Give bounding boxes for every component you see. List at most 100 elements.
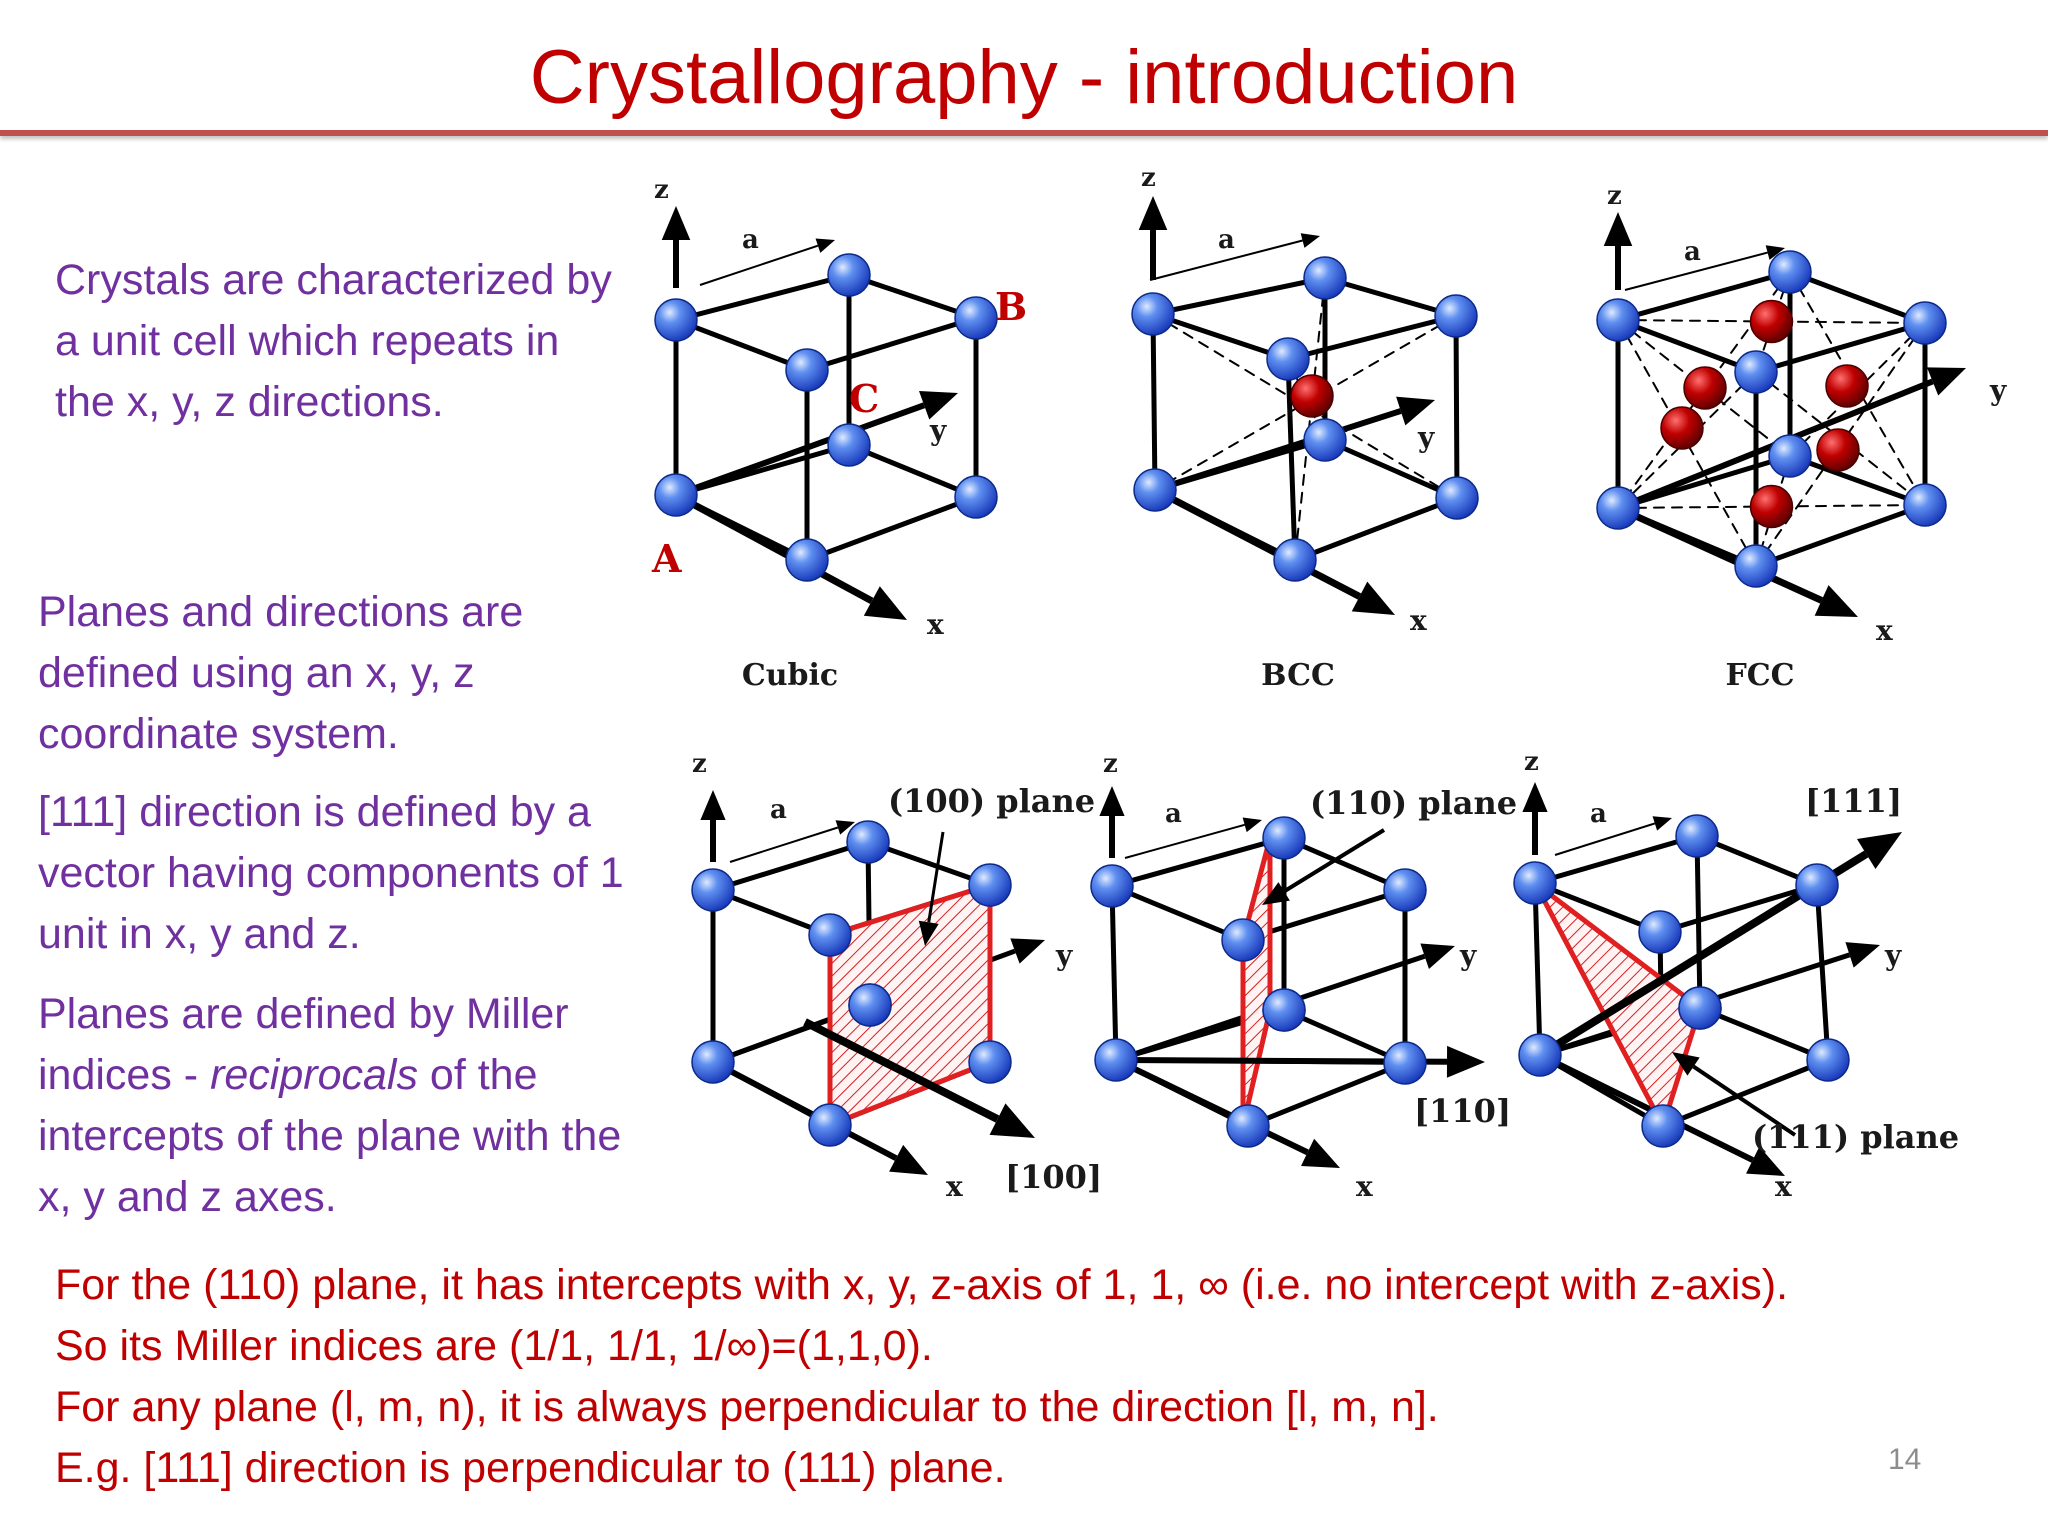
corner-atom — [691, 1040, 735, 1084]
corner-atom — [1090, 864, 1134, 908]
plane-110-face — [1240, 837, 1273, 1127]
corner-atom — [846, 820, 890, 864]
y-axis-shaft — [674, 402, 926, 498]
lattice-constant-a-arrow-head — [835, 820, 855, 835]
y-axis-label: y — [1417, 421, 1435, 454]
cell-edge — [673, 317, 810, 373]
cell-edge — [1532, 880, 1543, 1058]
cell-edge — [673, 492, 810, 563]
cell-edge — [1787, 269, 1928, 326]
cell-edge — [1150, 311, 1291, 362]
corner-atom — [1435, 476, 1479, 520]
corner-atom — [1133, 468, 1177, 512]
direction-100-arrow-head — [989, 1103, 1035, 1138]
cell-edge — [1152, 437, 1328, 493]
lattice-constant-a-arrow-shaft — [1149, 239, 1303, 281]
cell-edge — [1322, 437, 1460, 501]
bcc-caption: BCC — [1261, 658, 1335, 693]
lattice-constant-a-label: a — [1218, 225, 1235, 255]
cell-edge — [710, 839, 871, 893]
y-axis-label: y — [929, 414, 947, 447]
cell-edge — [804, 494, 979, 563]
face-atom — [1749, 299, 1794, 344]
x-axis-head — [863, 586, 907, 620]
cell-edge — [1245, 1060, 1408, 1129]
miller-example-notes: For the (110) plane, it has intercepts w… — [55, 1255, 2015, 1499]
y-axis-label: y — [1055, 939, 1073, 972]
corner-A-label: A — [651, 536, 682, 581]
plane-100-pointer-head — [918, 920, 939, 946]
corner-atom — [1768, 250, 1812, 294]
corner-atom — [1518, 1033, 1562, 1077]
corner-atom — [1734, 350, 1778, 394]
body-diagonal — [1294, 277, 1326, 561]
lattice-constant-a-label: a — [770, 795, 787, 825]
corner-atom — [968, 863, 1012, 907]
z-axis-head — [1138, 196, 1168, 230]
cell-edge — [1753, 502, 1928, 569]
corner-atom — [1221, 918, 1265, 962]
face-atom — [1816, 428, 1860, 472]
cell-edge — [1114, 1058, 1407, 1065]
corner-atom — [1638, 910, 1682, 954]
y-axis-label: y — [1884, 939, 1902, 972]
cell-edge — [1292, 495, 1460, 563]
corner-atom — [1303, 418, 1347, 462]
cell-edge — [1285, 356, 1298, 563]
cubic-caption: Cubic — [742, 658, 838, 693]
z-axis-head — [1603, 212, 1633, 246]
x-axis-label: x — [946, 1170, 963, 1203]
lattice-constant-a-arrow-shaft — [1554, 822, 1656, 856]
cell-edge — [1322, 275, 1459, 319]
cell-edge — [1109, 883, 1119, 1063]
corner-atom — [1596, 298, 1640, 342]
corner-atom — [785, 348, 829, 392]
z-axis-label: z — [692, 749, 707, 779]
x-axis-label: x — [1775, 1170, 1792, 1203]
corner-atom — [1806, 1038, 1850, 1082]
corner-atom — [785, 538, 829, 582]
corner-atom — [954, 475, 998, 519]
plane-110-pointer-head — [1262, 882, 1290, 905]
corner-atom — [1226, 1104, 1270, 1148]
x-axis-head — [1351, 581, 1395, 615]
z-axis-label: z — [1103, 749, 1118, 779]
title-underline — [0, 130, 2048, 136]
lattice-constant-a-label: a — [1684, 237, 1701, 267]
cell-edge — [1532, 833, 1700, 886]
slide-number: 14 — [1888, 1443, 1922, 1476]
plane-111-label: (111) plane — [1752, 1118, 1959, 1156]
cell-edge — [1532, 880, 1663, 935]
y-axis-label: y — [1459, 939, 1477, 972]
lattice-constant-a-arrow-head — [815, 238, 835, 253]
intro-paragraph: Crystals are characterized by a unit cel… — [55, 256, 612, 426]
z-axis-head — [700, 790, 726, 820]
cell-edge — [1281, 1007, 1408, 1066]
lattice-constant-a-arrow-shaft — [1124, 823, 1245, 859]
cell-edge — [1787, 453, 1928, 508]
corner-atom — [1678, 986, 1722, 1030]
cell-edge — [1615, 453, 1793, 511]
z-axis-head — [1099, 786, 1125, 816]
cell-edge — [1109, 883, 1246, 943]
cell-edge — [1615, 269, 1793, 323]
direction-111-arrow-head — [1856, 832, 1902, 870]
y-axis-head — [1926, 367, 1966, 396]
body-diagonal — [1152, 313, 1458, 499]
lattice-constant-a-label: a — [1165, 799, 1182, 829]
corner-atom — [954, 296, 998, 340]
plane-110-label: (110) plane — [1310, 784, 1517, 822]
lattice-constant-a-label: a — [742, 225, 759, 255]
z-axis-label: z — [654, 175, 669, 205]
cell-edge — [1657, 882, 1820, 935]
cell-edge — [1753, 320, 1928, 375]
corner-atom — [1094, 1038, 1138, 1082]
direction-100-label: [100] — [1005, 1158, 1102, 1196]
corner-atom — [1903, 483, 1947, 527]
corner-atom — [654, 473, 698, 517]
z-axis-head — [661, 206, 691, 240]
plane-111-pointer-shaft — [1692, 1064, 1797, 1137]
